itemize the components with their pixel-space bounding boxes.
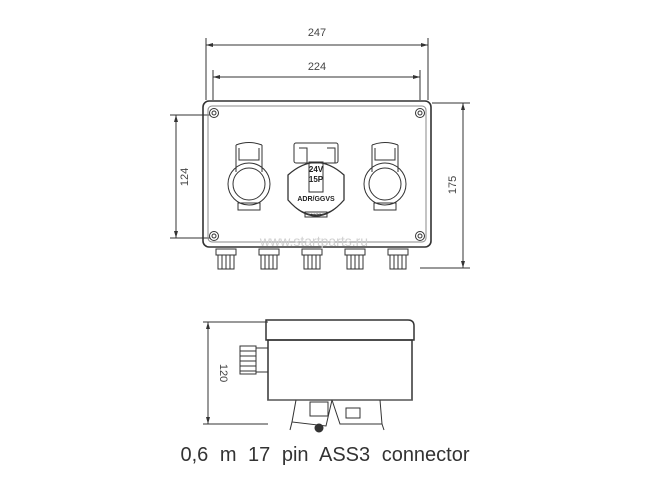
dimension-depth [203,321,268,425]
dim-text-width-outer: 247 [308,27,326,39]
dimension-width-outer [205,38,429,100]
dim-text-height-left: 124 [179,168,191,186]
dim-text-width-inner: 224 [308,61,326,73]
side-lid [265,319,415,341]
side-connector [289,399,385,433]
caption: 0,6 m 17 pin ASS3 connector [180,444,470,466]
side-gland [239,345,269,375]
gland-4 [344,248,366,270]
gland-1 [215,248,237,270]
dim-text-height-right: 175 [447,176,459,194]
dim-text-depth: 120 [217,364,229,382]
gland-3 [301,248,323,270]
socket-left [227,142,271,211]
housing-front [202,100,432,248]
socket-right [363,142,407,211]
cable-glands [215,248,409,270]
socket-small-label: NATO [311,212,322,217]
gland-2 [258,248,280,270]
watermark: www.startparts.ru [259,233,368,249]
corner-screws [209,108,425,241]
socket-standard-label: ADR/GGVS [297,196,335,203]
gland-5 [387,248,409,270]
side-view [203,319,415,433]
socket-pins-label: 15P [309,175,324,184]
dimension-width-inner [212,70,421,100]
socket-voltage-label: 24V [309,165,324,174]
socket-center [287,142,345,218]
dimension-height-right [420,102,470,269]
side-body [267,339,413,401]
housing-front-inner [207,105,427,243]
front-view [170,38,470,270]
